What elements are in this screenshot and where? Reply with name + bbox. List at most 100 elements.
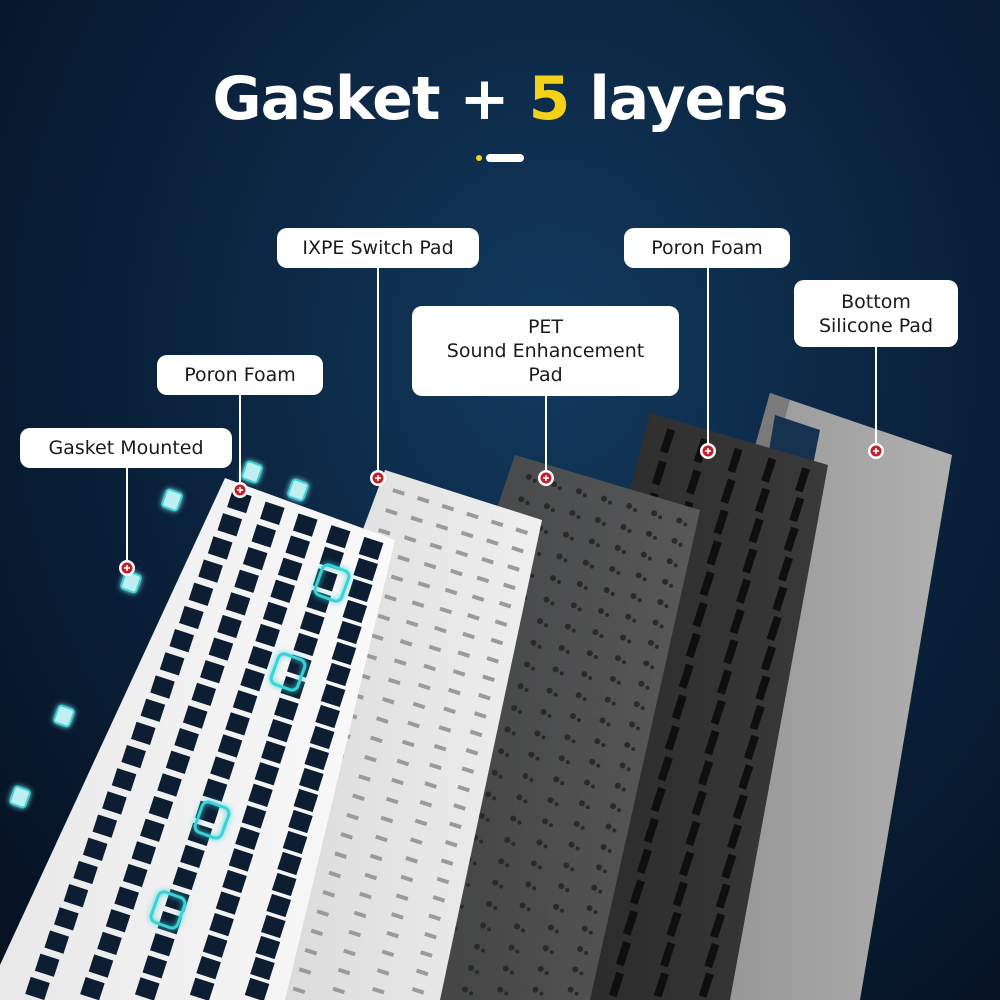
pet-perforation: [601, 743, 606, 748]
plate-key-hole: [157, 773, 182, 797]
ixpe-slot: [328, 870, 342, 879]
poron-slot: [698, 760, 714, 786]
pet-perforation: [543, 503, 550, 510]
poron-slot: [666, 911, 682, 937]
poron-slot: [608, 971, 624, 998]
ixpe-slot: [352, 793, 365, 802]
plate-key-hole: [261, 740, 286, 764]
pet-perforation: [504, 991, 509, 996]
pet-perforation: [577, 718, 582, 723]
pet-perforation: [586, 650, 593, 657]
pet-perforation: [621, 787, 626, 792]
poron-slot: [679, 851, 695, 877]
ixpe-slot: [455, 549, 469, 558]
pet-perforation: [537, 644, 542, 649]
poron-slot: [732, 794, 748, 820]
pet-perforation: [468, 965, 475, 971]
plate-key-hole: [179, 605, 204, 630]
poron-slot: [660, 428, 676, 454]
plate-key-hole: [299, 611, 325, 635]
pet-perforation: [493, 906, 498, 910]
poron-slot: [749, 704, 765, 731]
ixpe-slot: [424, 781, 437, 789]
ixpe-slot: [358, 774, 371, 782]
poron-slot: [717, 669, 733, 695]
ixpe-slot: [415, 968, 429, 977]
ixpe-slot: [490, 519, 504, 528]
pet-perforation: [604, 696, 611, 703]
ixpe-slot: [502, 582, 516, 591]
pet-perforation: [671, 537, 678, 544]
pet-perforation: [525, 501, 530, 506]
pet-perforation: [544, 623, 549, 628]
plate-key-hole: [306, 589, 332, 614]
pet-perforation: [509, 970, 514, 975]
poron-slot: [706, 540, 722, 566]
pet-perforation: [481, 948, 486, 953]
ixpe-slot: [407, 720, 420, 729]
pet-perforation: [543, 844, 548, 849]
pet-perforation: [558, 883, 565, 890]
ixpe-slot: [498, 600, 512, 609]
gasket-outline: [269, 652, 307, 692]
title-underline-decoration: [476, 154, 526, 162]
callout-markers: [119, 443, 884, 576]
plate-key-hole: [282, 830, 308, 855]
plate-key-hole: [244, 977, 270, 1000]
pet-perforation: [658, 515, 663, 520]
ixpe-slot: [473, 711, 487, 719]
pet-perforation: [588, 676, 593, 681]
pet-perforation: [673, 563, 678, 568]
pet-perforation: [591, 884, 598, 891]
pet-perforation: [474, 943, 481, 950]
title-suffix: layers: [569, 64, 788, 134]
gasket-piece: [9, 785, 31, 809]
ixpe-slot: [403, 535, 417, 543]
ixpe-slot: [340, 832, 353, 840]
pet-perforation: [574, 991, 579, 996]
pet-perforation: [633, 507, 638, 512]
pet-perforation: [499, 884, 504, 889]
plate-key-hole: [34, 953, 60, 977]
plate-key-hole: [189, 977, 215, 1000]
pet-perforation: [524, 661, 531, 668]
ixpe-slot: [364, 652, 378, 661]
pet-perforation: [511, 842, 516, 846]
pet-perforation: [486, 901, 493, 907]
label-pet-sound-enhancement-pad: PET Sound Enhancement Pad: [412, 306, 679, 396]
title-number: 5: [528, 64, 571, 134]
poron-slot: [744, 734, 760, 761]
poron-slot: [629, 879, 645, 905]
ixpe-slot: [467, 613, 480, 621]
pet-perforation: [521, 928, 526, 933]
pet-perforation: [511, 704, 518, 711]
label-poron-foam-front: Poron Foam: [157, 355, 323, 395]
plate-key-hole: [222, 869, 247, 894]
pet-perforation: [553, 776, 560, 783]
pet-perforation: [599, 717, 606, 724]
poron-slot: [772, 586, 788, 612]
ixpe-slot: [405, 619, 419, 628]
pet-perforation: [557, 486, 562, 491]
ixpe-slot: [429, 542, 443, 551]
poron-slot: [678, 663, 694, 689]
pet-perforation: [531, 666, 536, 671]
pet-perforation: [466, 882, 471, 887]
pet-perforation: [588, 538, 595, 545]
gasket-piece: [161, 488, 183, 512]
poron-slot: [660, 941, 676, 968]
pet-perforation: [550, 508, 555, 513]
poron-slot: [622, 910, 638, 936]
pet-perforation: [553, 903, 560, 910]
plate-key-hole: [285, 535, 311, 559]
pet-perforation: [475, 970, 480, 974]
pet-perforation: [535, 756, 540, 761]
ixpe-slot: [457, 784, 471, 793]
ixpe-slot: [471, 594, 485, 602]
pet-perforation: [547, 797, 554, 804]
pet-perforation: [612, 828, 617, 833]
pet-perforation: [630, 593, 637, 600]
plate-key-hole: [202, 934, 228, 958]
pet-perforation: [576, 515, 581, 520]
pet-perforation: [511, 731, 516, 736]
